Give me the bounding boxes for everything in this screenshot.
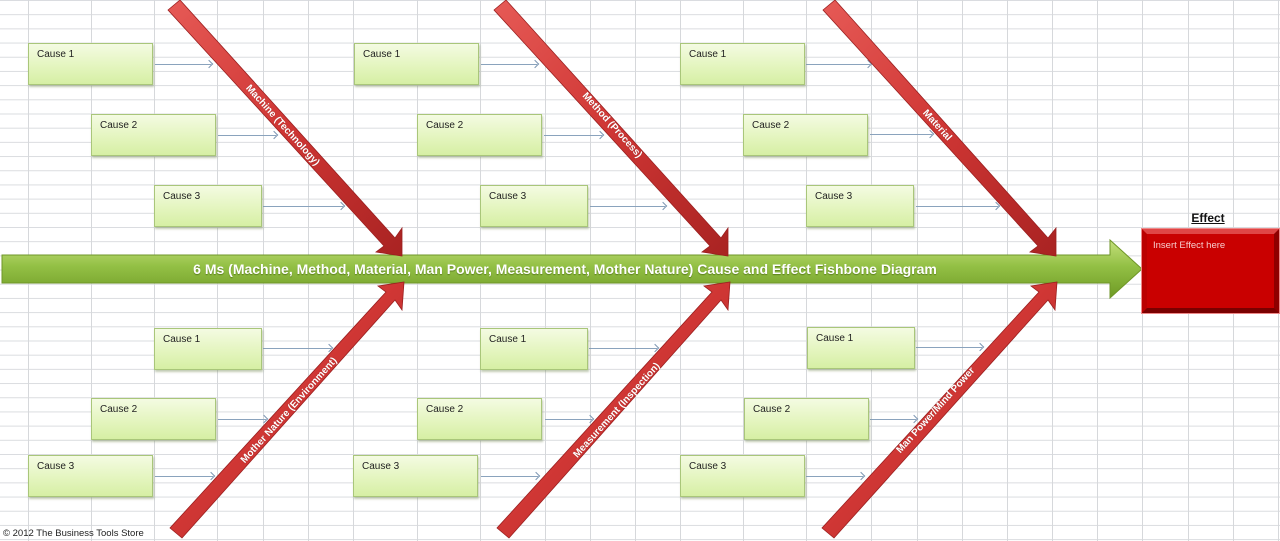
cause-connector	[481, 476, 538, 477]
bone-material-arrow	[822, 0, 1057, 257]
cause-box[interactable]: Cause 3	[353, 455, 478, 497]
cause-box[interactable]: Cause 3	[480, 185, 588, 227]
cause-box[interactable]: Cause 2	[417, 114, 542, 156]
cause-box[interactable]: Cause 2	[744, 398, 869, 440]
spine-arrow	[1, 238, 1143, 300]
cause-connector	[870, 419, 916, 420]
diagram-title: 6 Ms (Machine, Method, Material, Man Pow…	[193, 261, 937, 277]
cause-connector	[218, 135, 276, 136]
cause-box[interactable]: Cause 2	[91, 398, 216, 440]
cause-connector	[481, 64, 537, 65]
bone-method-arrow	[493, 0, 729, 257]
cause-connector	[155, 64, 211, 65]
cause-connector	[806, 64, 870, 65]
cause-box[interactable]: Cause 2	[91, 114, 216, 156]
cause-connector	[916, 347, 982, 348]
bone-measurement-arrow	[496, 281, 731, 539]
cause-connector	[218, 419, 266, 420]
bone-man-power-arrow	[821, 281, 1058, 539]
copyright-notice: © 2012 The Business Tools Store	[3, 528, 144, 539]
cause-box[interactable]: Cause 1	[154, 328, 262, 370]
cause-connector	[545, 419, 592, 420]
cause-box[interactable]: Cause 1	[354, 43, 479, 85]
effect-box[interactable]: Insert Effect here	[1142, 229, 1279, 313]
cause-connector	[155, 476, 213, 477]
cause-connector	[916, 206, 998, 207]
cause-box[interactable]: Cause 2	[417, 398, 542, 440]
cause-box[interactable]: Cause 2	[743, 114, 868, 156]
cause-connector	[544, 135, 602, 136]
cause-box[interactable]: Cause 3	[154, 185, 262, 227]
cause-connector	[263, 348, 331, 349]
cause-box[interactable]: Cause 1	[807, 327, 915, 369]
cause-box[interactable]: Cause 3	[680, 455, 805, 497]
effect-title: Effect	[1191, 211, 1225, 225]
cause-box[interactable]: Cause 1	[28, 43, 153, 85]
cause-connector	[806, 476, 863, 477]
cause-connector	[589, 348, 657, 349]
bone-machine-arrow	[167, 0, 403, 257]
cause-connector	[263, 206, 343, 207]
cause-box[interactable]: Cause 3	[806, 185, 914, 227]
cause-connector	[590, 206, 665, 207]
cause-box[interactable]: Cause 3	[28, 455, 153, 497]
cause-box[interactable]: Cause 1	[480, 328, 588, 370]
bone-mother-nature-arrow	[169, 281, 405, 539]
effect-placeholder[interactable]: Insert Effect here	[1153, 240, 1226, 251]
cause-connector	[870, 134, 932, 135]
cause-box[interactable]: Cause 1	[680, 43, 805, 85]
